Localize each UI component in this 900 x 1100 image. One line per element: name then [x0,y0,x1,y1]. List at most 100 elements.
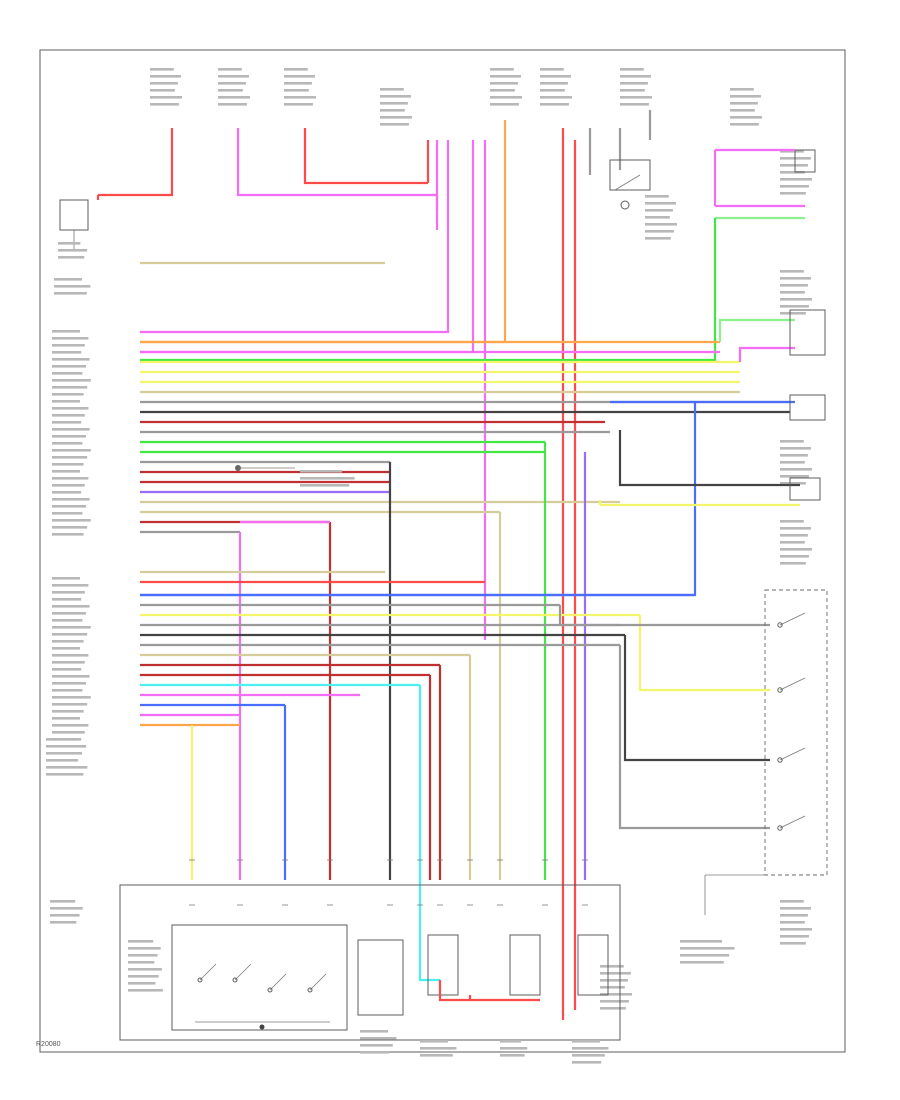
pcm-label-3 [46,759,79,762]
relay-coil [620,200,630,210]
pin-label-upper-2 [52,344,85,347]
component-label-6-5 [645,230,674,233]
ground-label-2 [680,954,730,957]
pin-label-upper-12 [52,414,85,417]
component-label-4-2 [780,914,808,917]
fuse-label-4-1 [490,75,521,78]
shift-solenoid-box [171,924,348,1031]
pin-label-lower-12 [52,661,85,664]
pressure-switch-contact-3 [779,815,806,829]
fuse-label-5-5 [540,103,569,106]
fuse-label-2-5 [284,103,313,106]
pin-label-upper-18 [52,456,88,459]
component-label-2-2 [780,454,808,457]
fuse-label-5-2 [540,82,568,85]
pin-label-lower-2 [52,591,85,594]
pcs-label-3 [360,1051,390,1054]
ecm-harness-label-1 [54,285,91,288]
pin-label-upper-15 [52,435,86,438]
pin-label-upper-13 [52,421,82,424]
black-to-pressure-switch [623,635,770,762]
component-label-4-0 [780,900,804,903]
fuse-label-3-3 [380,109,405,112]
sensor-box-upper [789,309,826,356]
pin-label-upper-6 [52,372,83,375]
pin-label-upper-26 [52,512,83,515]
fuse-label-2-1 [284,75,315,78]
component-label-1-3 [780,291,805,294]
switch-box [789,477,821,501]
pin-label-upper-14 [52,428,90,431]
component-label-6-2 [645,209,673,212]
pin-label-upper-23 [52,491,82,494]
fuse-label-6-2 [620,82,648,85]
pcm-label-0 [46,738,77,741]
component-label-3-4 [780,548,812,551]
auto-trans-label-3 [50,921,77,924]
fuse-label-1-3 [218,89,243,92]
fuse-label-4-0 [490,68,514,71]
splice-label-1 [300,477,355,480]
shift-solenoid-label-2 [128,954,158,957]
shift-pin-1 [232,977,238,983]
component-label-6-0 [645,195,669,198]
pin-label-lower-3 [52,598,82,601]
component-label-2-5 [780,475,809,478]
pin-label-upper-11 [52,407,89,410]
fuse-label-0-3 [150,89,175,92]
pin-label-upper-25 [52,505,86,508]
component-label-5-0 [600,965,624,968]
fuse-label-1-1 [218,75,249,78]
component-label-2-3 [780,461,805,464]
pin-label-lower-7 [52,626,91,629]
shift-solenoid-label-5 [128,975,159,978]
component-label-5-5 [600,1000,629,1003]
component-label-0-5 [780,185,809,188]
fuse-label-5-1 [540,75,571,78]
tcc-solenoid-box [427,934,459,996]
fuse-label-2-2 [284,82,312,85]
fuse-label-2-4 [284,96,316,99]
sensor-box-mid [789,394,826,421]
fuse-label-1-4 [218,96,250,99]
splice-label-0 [300,470,342,473]
pcs-label-1 [360,1037,397,1040]
diagram-frame [39,49,846,1053]
ecm-sensor-pink [738,346,795,362]
component-label-3-0 [780,520,804,523]
fuse-label-7-0 [730,88,754,91]
fuse-label-6-1 [620,75,651,78]
fuse-label-5-4 [540,96,572,99]
pin-label-lower-16 [52,689,83,692]
tcc-pwm-box [509,934,541,996]
pin-label-upper-19 [52,463,84,466]
fuse-label-0-5 [150,103,179,106]
pressure-switch-pin-3 [777,825,783,831]
pin-label-lower-22 [52,731,85,734]
component-label-1-1 [780,277,811,280]
fuse-label-6-4 [620,96,652,99]
pcm-label-1 [46,745,87,748]
component-label-5-4 [600,993,632,996]
fuse-label-7-4 [730,116,762,119]
component-label-5-3 [600,986,625,989]
component-label-5-2 [600,979,628,982]
tcc-pwm-label-2 [500,1054,525,1057]
component-label-1-5 [780,305,809,308]
shift-pin-3 [307,987,313,993]
fuse-label-5-3 [540,89,565,92]
feed-pink-mid [140,140,450,334]
component-label-5-1 [600,972,631,975]
pcm-label-2 [46,752,83,755]
pin-label-lower-11 [52,654,89,657]
left-fuse-label-0 [58,242,81,245]
fuse-label-3-1 [380,95,411,98]
fuse-label-6-3 [620,89,645,92]
component-label-1-6 [780,312,806,315]
shift-contact-1 [234,963,252,981]
left-fuse-label-1 [58,249,88,252]
temp-sensor-label-3 [572,1061,602,1064]
pressure-switch-pin-0 [777,622,783,628]
component-label-0-4 [780,178,812,181]
